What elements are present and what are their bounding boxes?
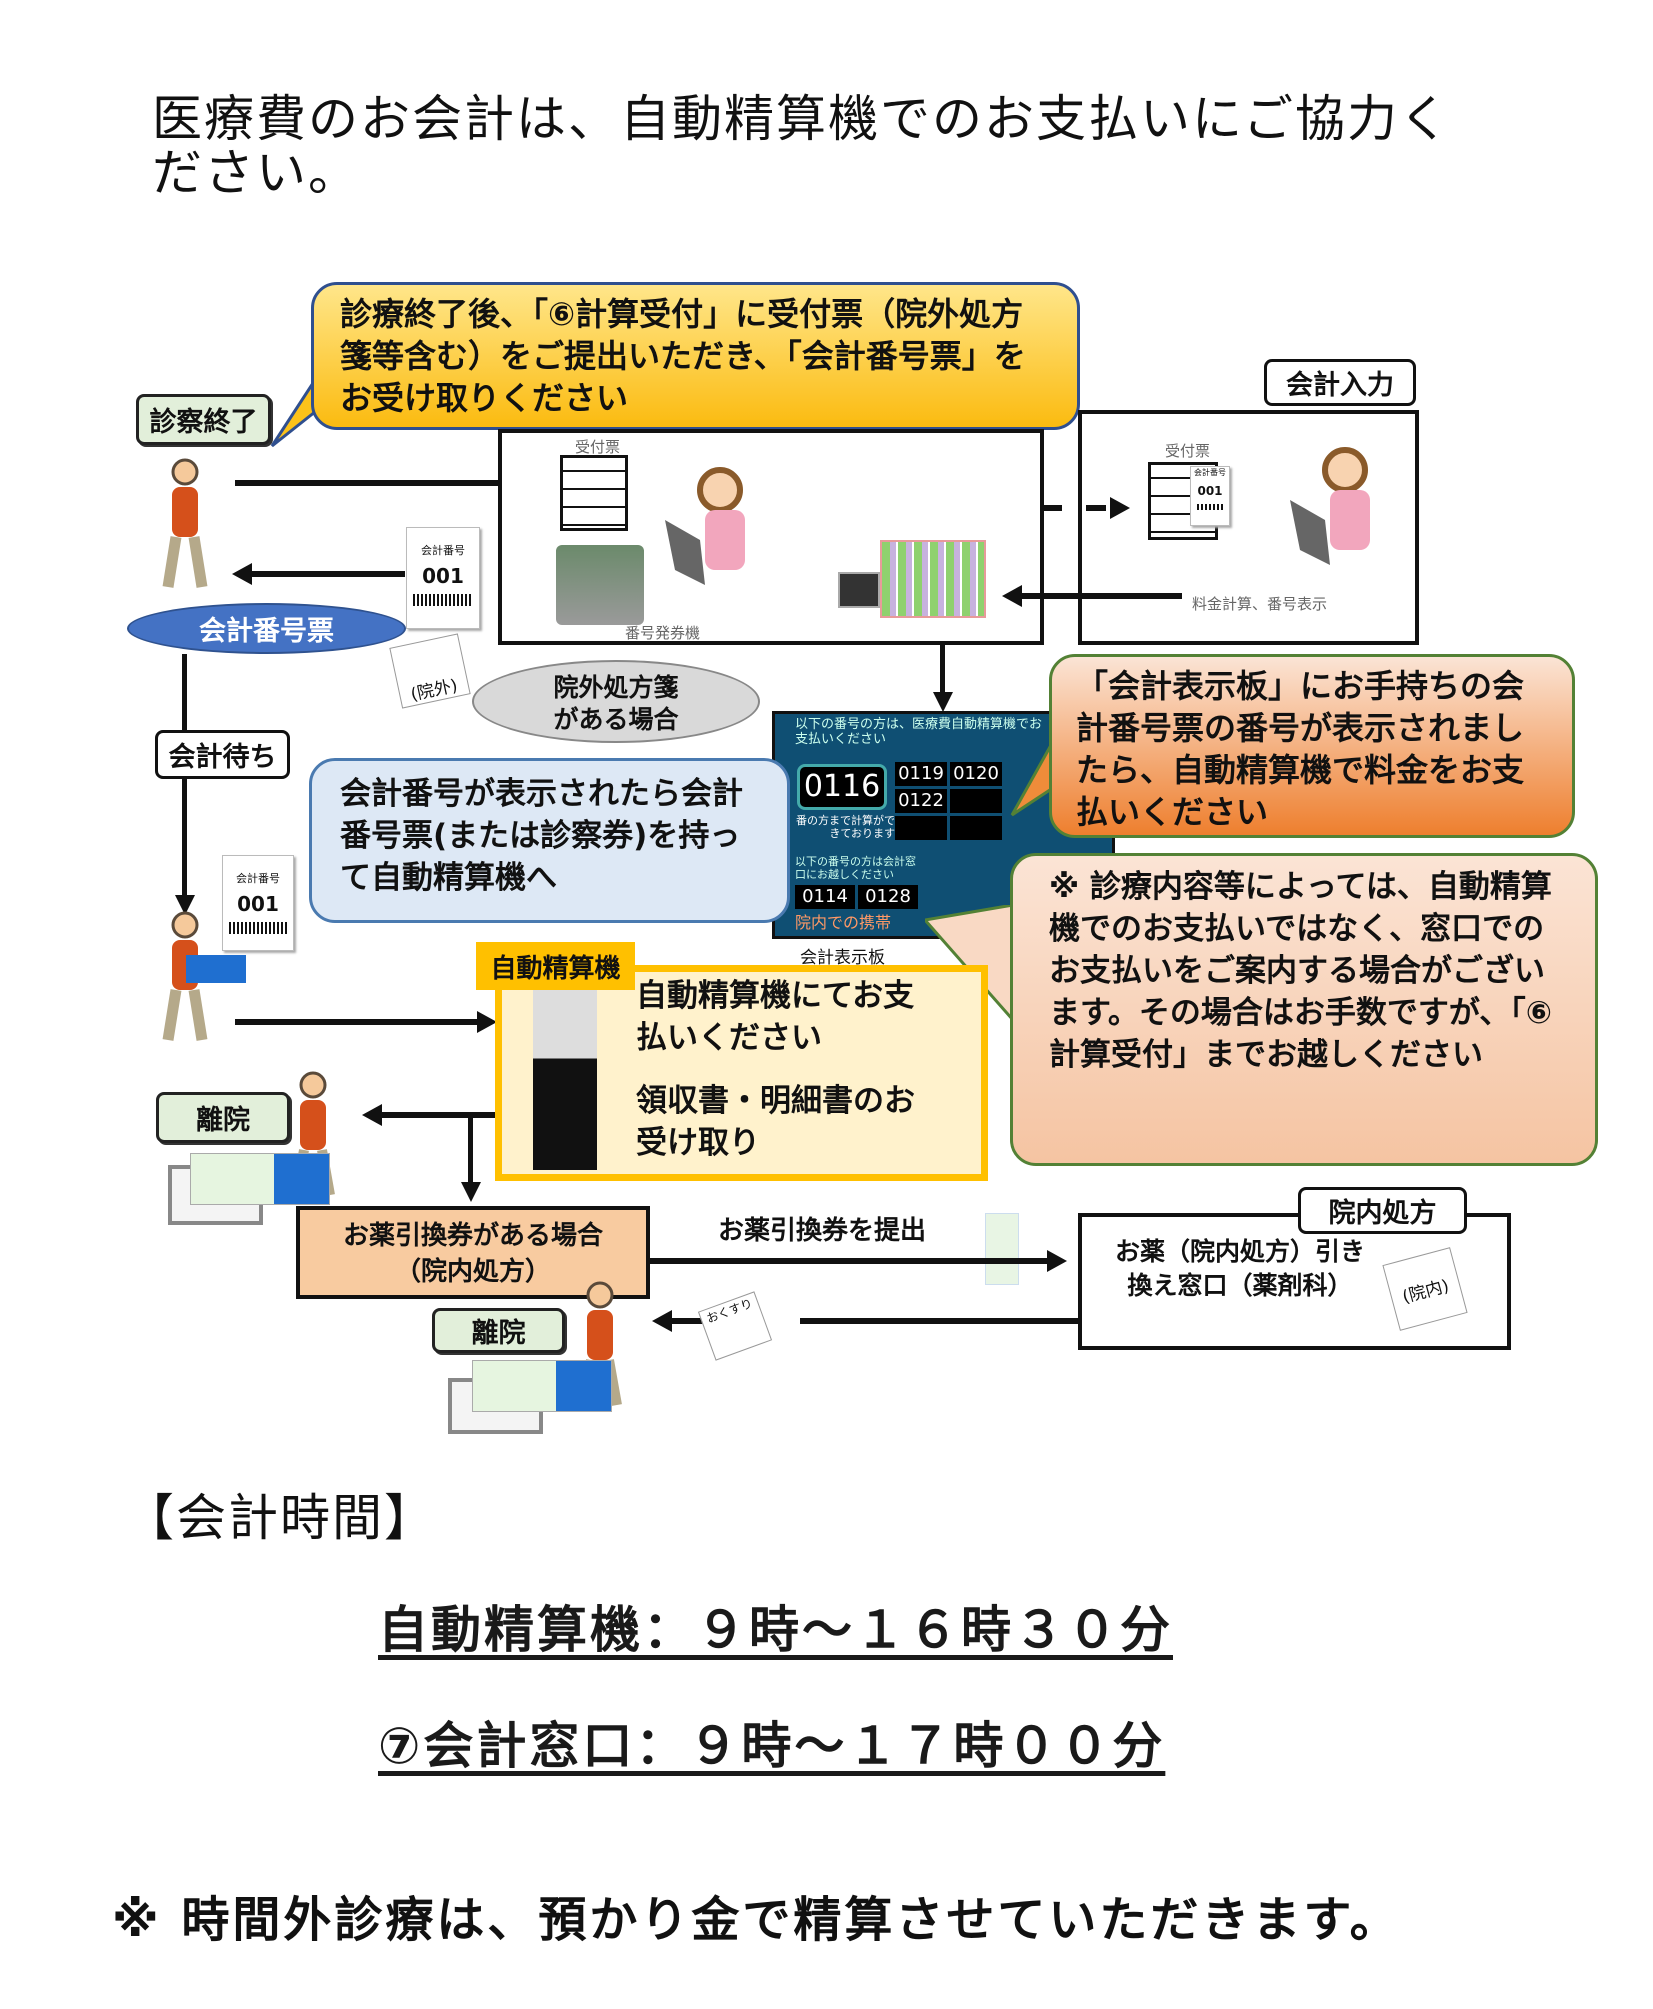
note-callout: ※ 診療内容等によっては、自動精算機でのお支払いではなく、窓口でのお支払いをご案…	[1010, 853, 1598, 1166]
waiting-label: 会計待ち	[155, 730, 290, 779]
submit-voucher-text: お薬引換券を提出	[718, 1216, 927, 1246]
go-to-machine-callout: 会計番号が表示されたら会計番号票(または診察券)を持って自動精算機へ	[309, 758, 790, 923]
outside-prescription-bubble: 院外処方箋がある場合	[472, 660, 760, 743]
board-footer: 院内での携帯	[795, 913, 892, 932]
accounting-input-label: 会計入力	[1264, 359, 1416, 406]
hours-heading: 【会計時間】	[124, 1489, 436, 1547]
voucher-icon	[985, 1213, 1019, 1285]
payment-machine-label: 自動精算機	[476, 942, 635, 990]
window-hours: ⑦会計窓口：９時～１７時００分	[378, 1717, 1166, 1775]
ticket-machine-caption: 番号発券機	[625, 624, 701, 642]
board-number: 0114	[795, 885, 855, 909]
inhouse-rx-label: 院内処方	[1298, 1187, 1467, 1234]
leave-label: 離院	[156, 1092, 290, 1143]
medicine-voucher-box: お薬引換券がある場合（院内処方）	[296, 1206, 650, 1299]
pharmacy-window-text: お薬（院内処方）引き換え窓口（薬剤科）	[1114, 1237, 1365, 1300]
accounting-ticket-caption: 受付票	[1165, 442, 1211, 460]
board-caption: 会計表示板	[800, 943, 885, 968]
accounting-ticket-bubble: 会計番号票	[127, 603, 406, 654]
patient-with-card-icon	[162, 911, 246, 1041]
leave-label-2: 離院	[432, 1308, 565, 1353]
monitor-icon	[838, 572, 880, 608]
reception-ticket-caption: 受付票	[575, 438, 621, 456]
footnote: ※ 時間外診療は、預かり金で精算させていただきます。	[112, 1892, 1401, 1948]
payment-machine-icon	[533, 990, 597, 1170]
statement-icon	[190, 1153, 330, 1205]
staff-icon	[665, 467, 745, 585]
pharmacy-window-box	[1078, 1213, 1511, 1350]
reception-ticket-icon	[560, 455, 628, 531]
statement-icon-2	[472, 1360, 612, 1412]
board-number: 0128	[858, 885, 918, 909]
machine-instruction-receipt: 領収書・明細書のお受け取り	[636, 1083, 915, 1161]
board-header: 以下の番号の方は、医療費自動精算機でお支払いください	[795, 717, 1043, 747]
outside-prescription-slip: (院外)	[389, 633, 471, 709]
board-number: 0122	[895, 789, 947, 813]
medicine-bag-icon: おくすり	[697, 1291, 773, 1361]
board-current-number: 0116	[797, 764, 887, 810]
ticket-machine-icon	[556, 545, 644, 625]
board-subtext: 番の方まで計算ができております	[796, 814, 895, 840]
step-finish-label: 診察終了	[136, 394, 271, 445]
patient-icon	[162, 458, 208, 588]
machine-hours: 自動精算機：９時～１６時３０分	[378, 1601, 1173, 1659]
staff-icon-2	[1290, 447, 1370, 565]
board-lower-header: 以下の番号の方は会計窓口にお越しください	[795, 855, 916, 881]
accounting-screen-icon	[880, 540, 986, 618]
machine-instruction-pay: 自動精算機にてお支払いください	[636, 978, 915, 1056]
board-number: 0120	[950, 762, 1002, 786]
board-number: 0119	[895, 762, 947, 786]
page-title: 医療費のお会計は、自動精算機でのお支払いにご協力ください。	[152, 90, 1451, 202]
board-callout: 「会計表示板」にお手持ちの会計番号票の番号が表示されましたら、自動精算機で料金を…	[1049, 654, 1575, 838]
reception-callout: 診療終了後、「⑥計算受付」に受付票（院外処方箋等含む）をご提出いただき、「会計番…	[311, 282, 1080, 430]
fee-calc-caption: 料金計算、番号表示	[1192, 595, 1328, 613]
